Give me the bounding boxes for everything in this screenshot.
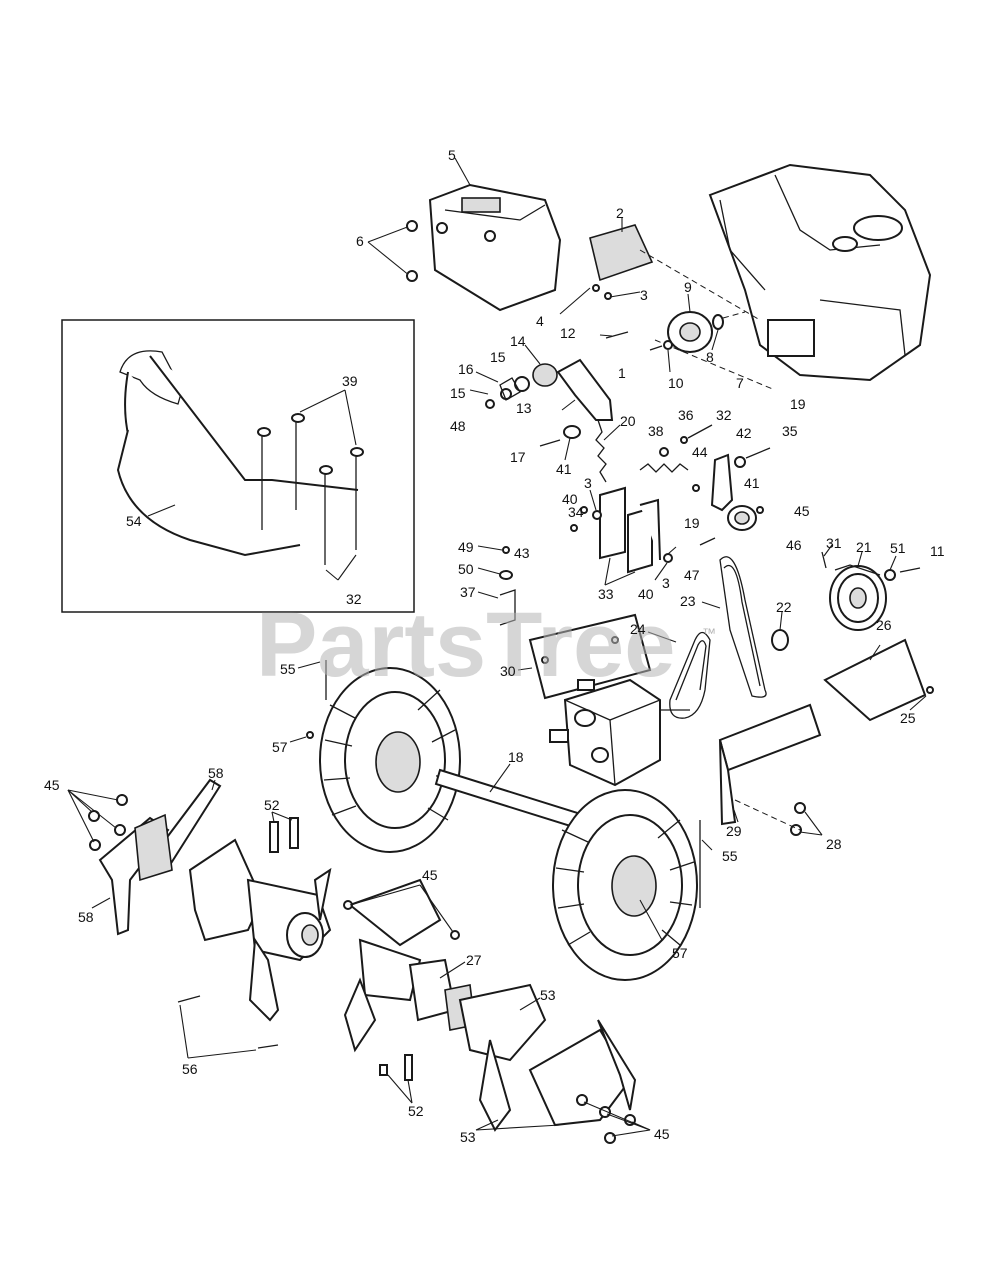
callout-12: 12	[560, 325, 576, 341]
callout-28: 28	[826, 836, 842, 852]
callout-35: 35	[782, 423, 798, 439]
callout-50: 50	[458, 561, 474, 577]
handle-inset-box	[61, 319, 415, 613]
callout-22: 22	[776, 599, 792, 615]
callout-45: 45	[44, 777, 60, 793]
callout-57: 57	[272, 739, 288, 755]
callout-8: 8	[706, 349, 714, 365]
callout-57: 57	[672, 945, 688, 961]
callout-58: 58	[208, 765, 224, 781]
engine	[639, 163, 932, 391]
callout-32: 32	[716, 407, 732, 423]
tine-assembly-right	[177, 878, 651, 1144]
wheel-left	[289, 660, 461, 853]
callout-19: 19	[684, 515, 700, 531]
callout-19: 19	[790, 396, 806, 412]
callout-47: 47	[684, 567, 700, 583]
callout-26: 26	[876, 617, 892, 633]
transmission	[549, 678, 690, 787]
callout-27: 27	[466, 952, 482, 968]
callout-45: 45	[794, 503, 810, 519]
callout-25: 25	[900, 710, 916, 726]
callout-45: 45	[422, 867, 438, 883]
belt-guard-plate	[718, 638, 934, 836]
callout-24: 24	[630, 621, 646, 637]
mount-bracket	[559, 218, 654, 315]
callout-52: 52	[408, 1103, 424, 1119]
callout-16: 16	[458, 361, 474, 377]
callout-42: 42	[736, 425, 752, 441]
callout-6: 6	[356, 233, 364, 249]
tine-assembly-left	[67, 778, 332, 1022]
callout-18: 18	[508, 749, 524, 765]
idler-arm	[469, 331, 629, 461]
callout-46: 46	[786, 537, 802, 553]
callout-34: 34	[568, 504, 584, 520]
transmission-pulley	[771, 544, 921, 651]
drive-belts	[647, 556, 767, 719]
callout-29: 29	[726, 823, 742, 839]
callout-3: 3	[584, 475, 592, 491]
callout-40: 40	[562, 491, 578, 507]
callout-41: 41	[744, 475, 760, 491]
callout-48: 48	[450, 418, 466, 434]
callout-3: 3	[662, 575, 670, 591]
callout-14: 14	[510, 333, 526, 349]
callout-30: 30	[500, 663, 516, 679]
callout-4: 4	[536, 313, 544, 329]
callout-9: 9	[684, 279, 692, 295]
callout-53: 53	[460, 1129, 476, 1145]
callout-11: 11	[930, 543, 945, 559]
callout-23: 23	[680, 593, 696, 609]
callout-54: 54	[126, 513, 142, 529]
callout-49: 49	[458, 539, 474, 555]
callout-33: 33	[598, 586, 614, 602]
callout-55: 55	[280, 661, 296, 677]
callout-31: 31	[826, 535, 842, 551]
callout-39: 39	[342, 373, 358, 389]
wheel-right	[552, 789, 698, 981]
callout-44: 44	[692, 444, 708, 460]
callout-labels: 1 2 3 3 3 4 5 6 7 8 9 10 11 12 13 14 15 …	[44, 147, 945, 1145]
callout-52: 52	[264, 797, 280, 813]
callout-32: 32	[346, 591, 362, 607]
control-bracket	[570, 486, 677, 586]
callout-36: 36	[678, 407, 694, 423]
callout-5: 5	[448, 147, 456, 163]
mount-plate	[517, 613, 652, 700]
callout-40: 40	[638, 586, 654, 602]
callout-43: 43	[514, 545, 530, 561]
callout-15: 15	[490, 349, 506, 365]
callout-20: 20	[620, 413, 636, 429]
callout-55: 55	[722, 848, 738, 864]
callout-3: 3	[640, 287, 648, 303]
callout-10: 10	[668, 375, 684, 391]
watermark-trademark: ™	[702, 625, 716, 641]
watermark: PartsTree	[256, 594, 675, 696]
callout-45: 45	[654, 1126, 670, 1142]
callout-58: 58	[78, 909, 94, 925]
engine-pulley	[649, 293, 746, 373]
callout-15: 15	[450, 385, 466, 401]
callout-1: 1	[618, 365, 626, 381]
callout-51: 51	[890, 540, 906, 556]
callout-2: 2	[616, 205, 624, 221]
callout-17: 17	[510, 449, 526, 465]
callout-21: 21	[856, 539, 872, 555]
belt-cover	[367, 157, 562, 312]
callout-56: 56	[182, 1061, 198, 1077]
callout-53: 53	[540, 987, 556, 1003]
callout-41: 41	[556, 461, 572, 477]
tension-spring	[595, 419, 621, 483]
callout-13: 13	[516, 400, 532, 416]
callout-38: 38	[648, 423, 664, 439]
callout-37: 37	[460, 584, 476, 600]
linkage-spring	[639, 424, 771, 546]
callout-7: 7	[736, 375, 744, 391]
pivot-bracket	[477, 545, 516, 626]
